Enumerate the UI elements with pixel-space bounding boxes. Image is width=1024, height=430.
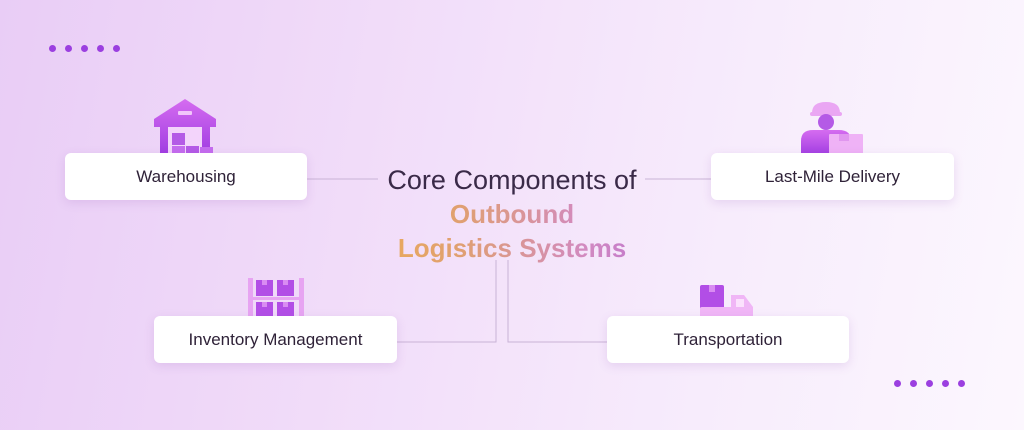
- component-card-transportation: Transportation: [607, 316, 849, 363]
- delivery-person-icon: [801, 102, 863, 158]
- connector-inventory: [397, 260, 497, 343]
- component-label-last-mile-delivery: Last-Mile Delivery: [764, 166, 901, 186]
- component-card-inventory-management: Inventory Management: [154, 316, 397, 363]
- component-card-last-mile-delivery: Last-Mile Delivery: [711, 153, 954, 200]
- title-line-3: Logistics Systems: [330, 231, 694, 265]
- component-label-inventory-management: Inventory Management: [188, 329, 363, 349]
- warehouse-icon: [154, 99, 216, 159]
- inventory-shelves-icon: [248, 278, 304, 324]
- component-label-transportation: Transportation: [673, 329, 783, 349]
- component-label-warehousing: Warehousing: [136, 166, 236, 186]
- decorative-dots-bottom-right: [894, 380, 965, 387]
- decorative-dots-top-left: [49, 45, 120, 52]
- component-card-warehousing: Warehousing: [65, 153, 307, 200]
- title-line-2: Outbound: [330, 197, 694, 231]
- diagram-title: Core Components of Outbound Logistics Sy…: [330, 163, 694, 265]
- title-line-1: Core Components of: [387, 165, 637, 195]
- connector-transportation: [507, 260, 607, 343]
